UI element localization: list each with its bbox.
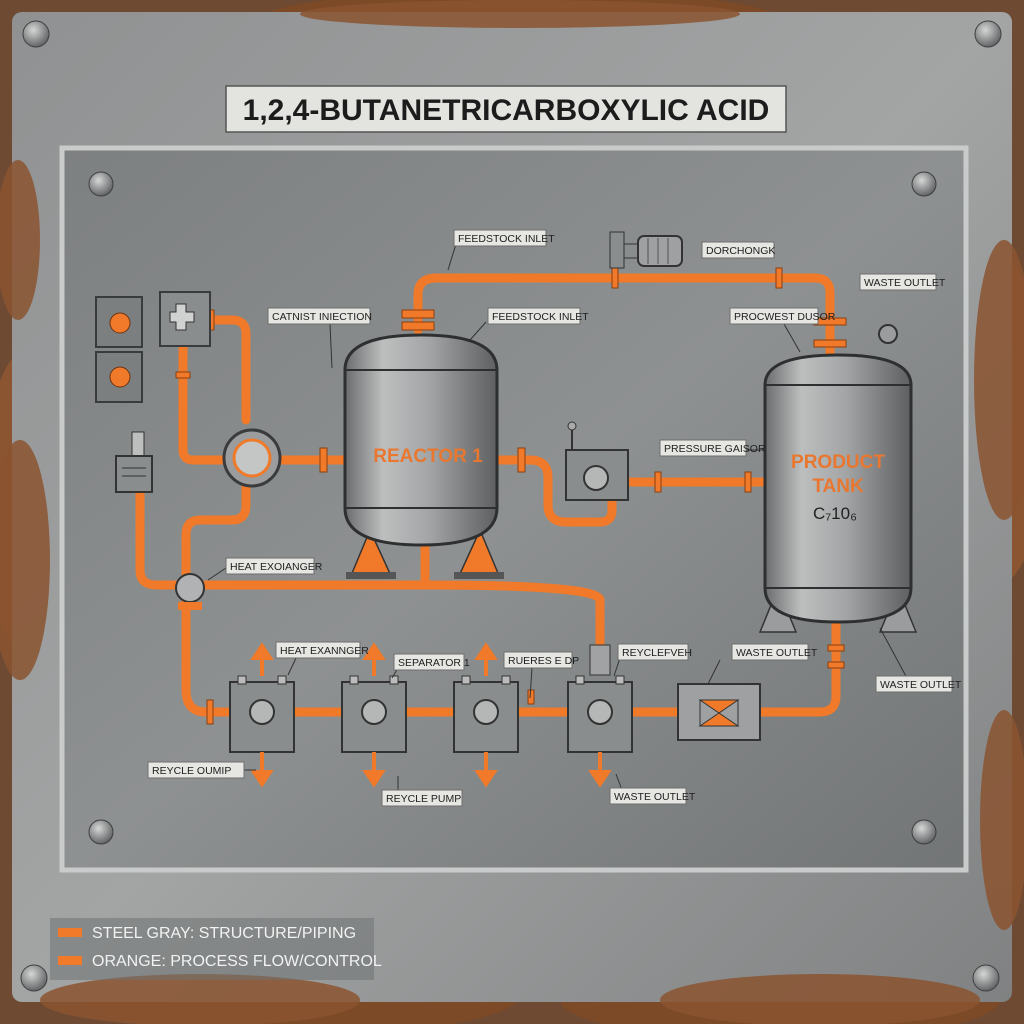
svg-text:WASTE OUTLET: WASTE OUTLET: [864, 277, 946, 289]
pipe-catalyst: [205, 315, 251, 425]
label-heat-exchanger-bottom: HEAT EXANNGER: [275, 641, 369, 659]
control-box-2: [95, 351, 143, 403]
label-product-sensor: PROCWEST DUSOR: [729, 307, 836, 325]
svg-text:WASTE OUTLET: WASTE OUTLET: [880, 679, 962, 691]
label-waste-outlet-top: WASTE OUTLET: [859, 273, 946, 291]
label-discharge: DORCHONGK: [701, 241, 775, 259]
svg-text:FEEDSTOCK INLET: FEEDSTOCK INLET: [492, 311, 589, 323]
pipe-reactor-out: [492, 455, 617, 527]
pipe-reactor-bottom-right: [420, 580, 605, 650]
page-title: 1,2,4-BUTANETRICARBOXYLIC ACID: [243, 94, 770, 127]
label-unit-three: RUERES E DP: [503, 651, 579, 669]
svg-text:SEPARATOR 1: SEPARATOR 1: [398, 657, 470, 669]
label-separator: SEPARATOR 1: [393, 653, 470, 671]
label-waste-outlet-right: WASTE OUTLET: [875, 675, 962, 693]
pipe-feed-top: [413, 273, 835, 365]
waste-outlet-gauge-icon: [878, 324, 898, 344]
label-pressure-sensor: PRESSURE GAISOR: [659, 439, 766, 457]
svg-text:FEEDSTOCK INLET: FEEDSTOCK INLET: [458, 233, 555, 245]
process-unit-1: [229, 675, 295, 753]
label-recycle-pump-right: REYCLEFVEH: [617, 643, 692, 661]
label-recycle-pump-bottom: REYCLE PUMP: [381, 789, 463, 807]
svg-text:PRESSURE GAISOR: PRESSURE GAISOR: [664, 443, 766, 455]
legend-item-steel: STEEL GRAY: STRUCTURE/PIPING: [58, 925, 356, 942]
svg-text:STEEL GRAY: STRUCTURE/PIPING: STEEL GRAY: STRUCTURE/PIPING: [92, 925, 356, 942]
process-unit-2: [341, 675, 407, 753]
product-tank-label-line1: PRODUCT: [791, 452, 885, 473]
process-unit-3: [453, 675, 519, 753]
plate-bolts: [20, 20, 1002, 992]
svg-text:CATNIST INIECTION: CATNIST INIECTION: [272, 311, 372, 323]
label-waste-outlet-bottom: WASTE OUTLET: [609, 787, 696, 805]
svg-text:WASTE OUTLET: WASTE OUTLET: [736, 647, 818, 659]
instrument-gauge: [115, 431, 153, 493]
label-heat-exchanger-left: HEAT EXOIANGER: [225, 557, 323, 575]
reactor-vessel: [343, 333, 504, 579]
label-waste-outlet-mid: WASTE OUTLET: [731, 643, 818, 661]
svg-text:RUERES E DP: RUERES E DP: [508, 655, 579, 667]
flow-arrows: [250, 642, 612, 788]
pipe-left-feed: [178, 315, 245, 465]
svg-text:ORANGE: PROCESS FLOW/CONTROL: ORANGE: PROCESS FLOW/CONTROL: [92, 953, 382, 970]
title-plate: [225, 85, 787, 133]
legend: STEEL GRAY: STRUCTURE/PIPING ORANGE: PRO…: [50, 918, 382, 980]
process-piping: [135, 273, 841, 717]
reactor-label: REACTOR 1: [373, 446, 483, 467]
svg-text:REYCLE OUMIP: REYCLE OUMIP: [152, 765, 231, 777]
pipe-flanges: [175, 267, 847, 725]
product-tank-vessel: [758, 353, 918, 633]
panel-bolts: [88, 171, 937, 845]
pipe-instrument: [135, 480, 193, 590]
label-feedstock-inlet-reactor: FEEDSTOCK INLET: [487, 307, 589, 325]
product-tank-label-line2: TANK: [812, 476, 864, 497]
svg-text:HEAT EXOIANGER: HEAT EXOIANGER: [230, 561, 323, 573]
waste-filter-unit: [677, 683, 761, 741]
catalyst-injector: [159, 291, 211, 347]
svg-text:PROCWEST DUSOR: PROCWEST DUSOR: [734, 311, 836, 323]
label-leader-lines: [207, 243, 909, 791]
control-box-1: [95, 296, 143, 348]
svg-text:REYCLE PUMP: REYCLE PUMP: [386, 793, 461, 805]
svg-text:HEAT EXANNGER: HEAT EXANNGER: [280, 645, 369, 657]
label-feedstock-inlet-top: FEEDSTOCK INLET: [453, 229, 555, 247]
legend-item-orange: ORANGE: PROCESS FLOW/CONTROL: [58, 953, 382, 970]
label-catalyst-injection: CATNIST INIECTION: [267, 307, 372, 325]
pipe-tank-bottom: [755, 615, 841, 717]
label-recycle-pump-left: REYCLE OUMIP: [147, 761, 245, 779]
product-formula: C₇10₆: [813, 504, 857, 523]
svg-text:REYCLEFVEH: REYCLEFVEH: [622, 647, 692, 659]
svg-text:DORCHONGK: DORCHONGK: [706, 245, 775, 257]
heat-exchanger-valve-icon: [175, 573, 205, 610]
svg-text:WASTE OUTLET: WASTE OUTLET: [614, 791, 696, 803]
process-unit-4: [567, 644, 633, 753]
discharge-motor-icon: [609, 231, 683, 269]
pipe-loop-left: [181, 475, 685, 717]
pressure-sensor-icon: [565, 421, 629, 501]
mixing-valve-icon: [222, 428, 282, 488]
